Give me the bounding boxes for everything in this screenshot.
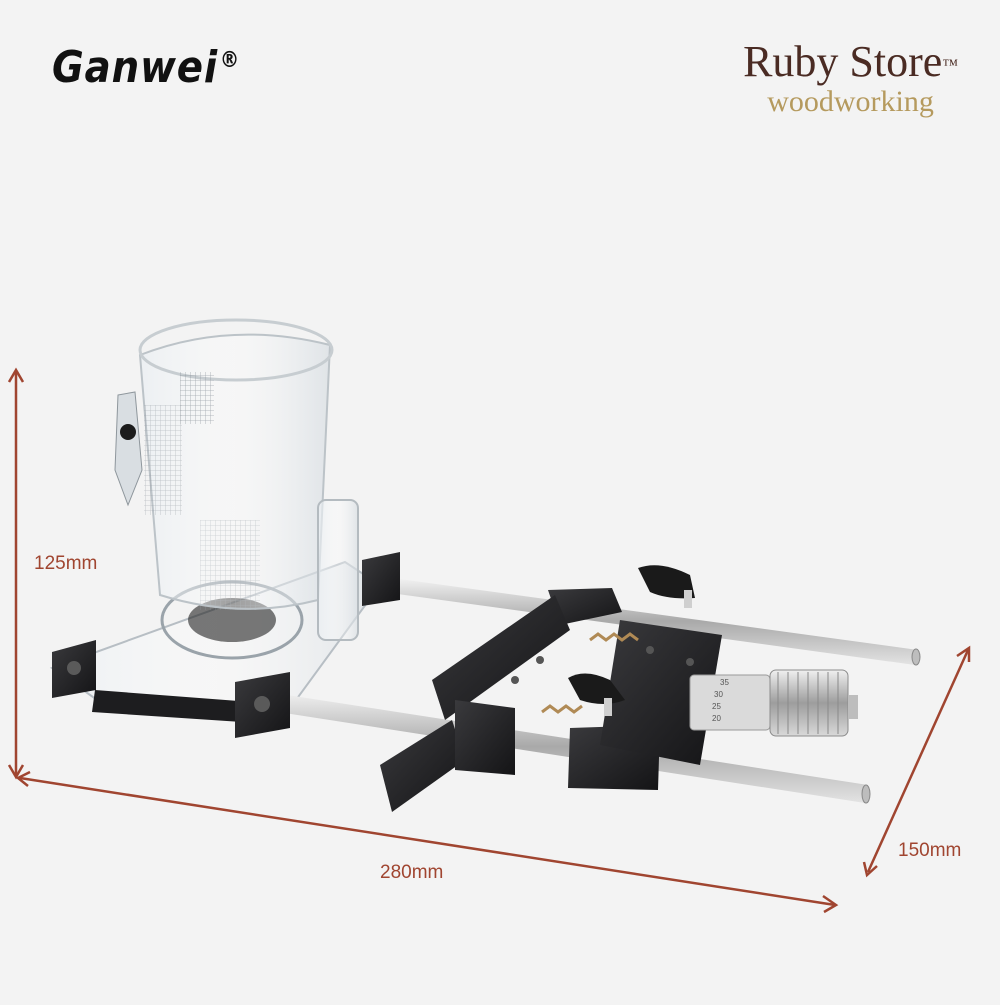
svg-text:35: 35 — [720, 678, 729, 687]
height-dimension-label: 125mm — [34, 553, 98, 574]
store-name: Ruby Store — [743, 37, 943, 86]
dimension-lines — [7, 367, 971, 914]
width-dimension-label: 150mm — [898, 840, 962, 861]
ruby-store-logo: Ruby Store™ woodworking — [743, 38, 958, 118]
acrylic-housing — [114, 318, 359, 641]
micrometer: 35 30 25 20 — [689, 669, 858, 737]
length-dimension-label: 280mm — [380, 862, 444, 883]
svg-text:30: 30 — [714, 690, 723, 699]
svg-text:20: 20 — [712, 714, 721, 723]
svg-text:25: 25 — [712, 702, 721, 711]
star-knobs — [568, 565, 695, 716]
store-trademark: ™ — [942, 57, 958, 74]
guide-rods — [252, 577, 921, 804]
store-subtitle: woodworking — [767, 85, 934, 118]
end-blocks — [52, 552, 400, 738]
ganwei-logo: Ganwei® — [52, 42, 241, 93]
